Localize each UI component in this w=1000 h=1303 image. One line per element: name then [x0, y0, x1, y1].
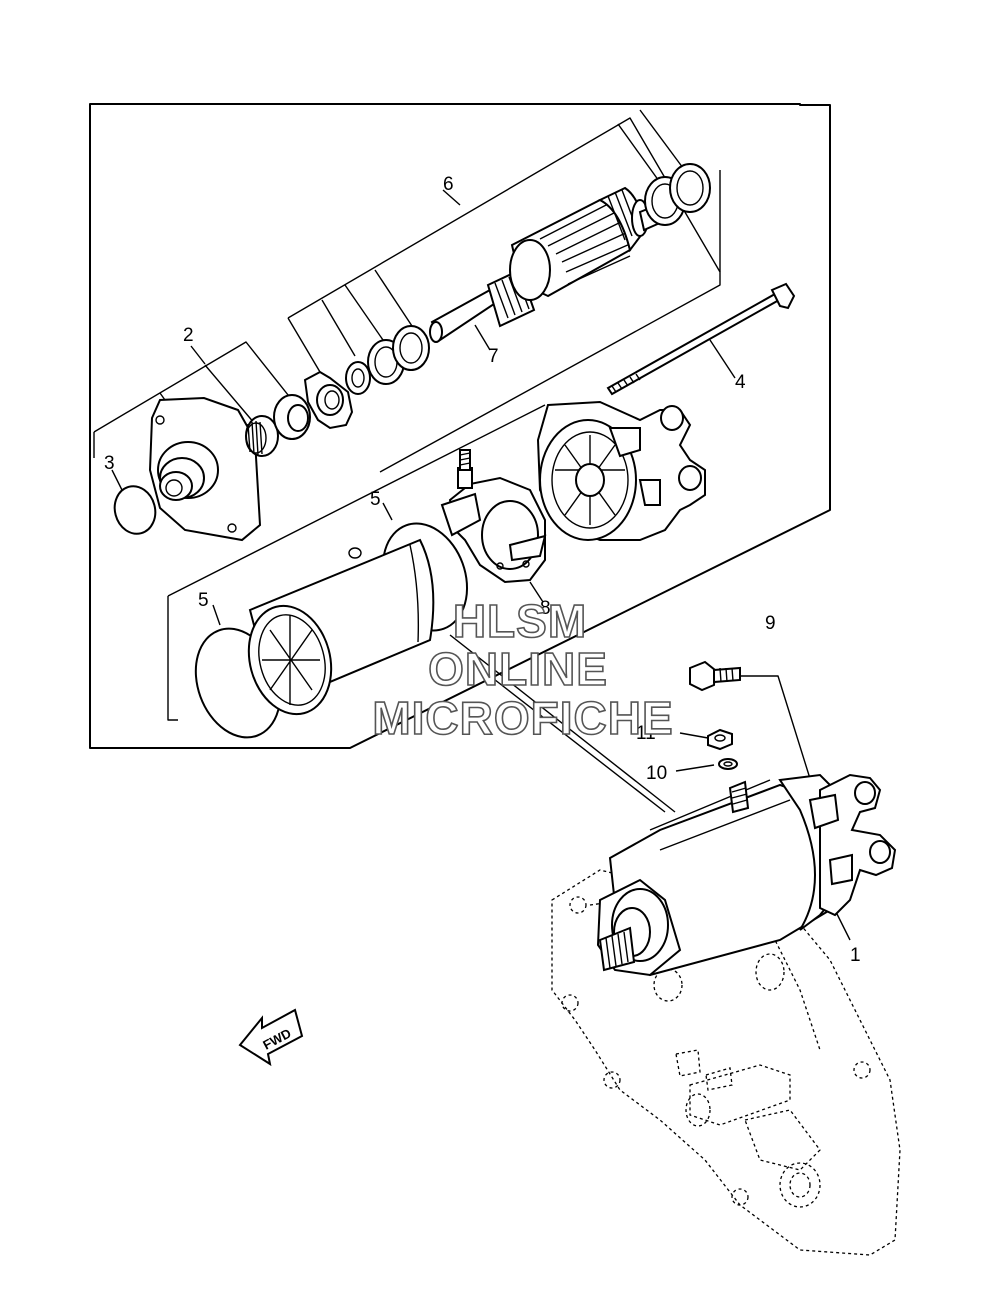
- callout-5-upper: 5: [370, 489, 381, 510]
- washer-large-2: [392, 325, 430, 371]
- washer-small-hole: [723, 761, 733, 767]
- callout-7: 7: [488, 346, 499, 367]
- front-cover: [148, 396, 262, 542]
- starter-motor-assembly: [596, 773, 897, 977]
- end-washer-2-hole: [676, 170, 704, 206]
- armature: [429, 186, 664, 343]
- washer-small: [718, 758, 738, 770]
- fwd-arrow-icon: FWD: [238, 1008, 304, 1067]
- callout-6: 6: [443, 174, 454, 195]
- o-ring-small: [113, 485, 157, 535]
- watermark-line-3: MICROFICHE: [372, 692, 673, 744]
- callout-2: 2: [183, 325, 194, 346]
- watermark: HLSM ONLINE MICROFICHE: [372, 594, 674, 745]
- callout-1: 1: [850, 945, 861, 966]
- exploded-view-frame: [89, 103, 831, 749]
- armature-group-bracket: [287, 109, 721, 473]
- leader-lines: [111, 189, 851, 941]
- brush-holder: [440, 449, 547, 584]
- thrust-washer: [345, 361, 371, 395]
- rear-cover: [536, 400, 706, 541]
- callout-4: 4: [735, 372, 746, 393]
- housing-bracket: [167, 596, 178, 721]
- callout-11: 11: [636, 723, 656, 744]
- callout-9: 9: [765, 613, 776, 634]
- oil-seal: [273, 394, 311, 440]
- callout-3: 3: [104, 453, 115, 474]
- yoke-housing: [247, 538, 435, 716]
- lock-washer: [303, 370, 354, 430]
- callout-10: 10: [646, 763, 667, 784]
- needle-bearing: [245, 415, 279, 457]
- callout-5-lower: 5: [198, 590, 209, 611]
- mounting-bolt: [689, 660, 741, 692]
- through-bolt: [606, 282, 796, 396]
- watermark-line-1: HLSM: [453, 595, 587, 647]
- callout-8: 8: [540, 598, 551, 619]
- washer-large-2-hole: [399, 332, 423, 364]
- nut: [707, 728, 733, 751]
- watermark-line-2: ONLINE: [428, 643, 608, 695]
- thrust-washer-hole: [351, 368, 365, 388]
